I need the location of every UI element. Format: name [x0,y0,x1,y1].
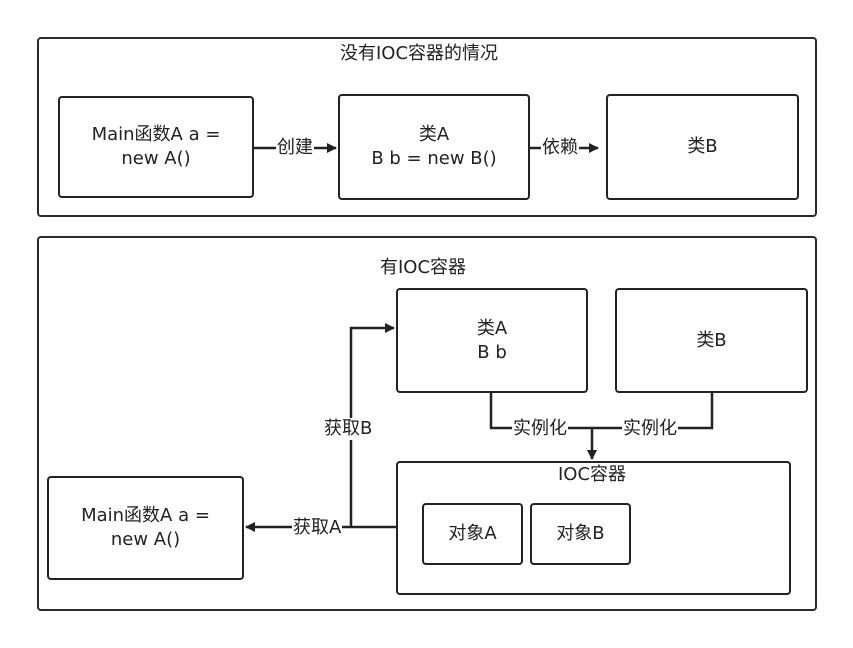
edge-get-b-label: 获取B [323,418,374,440]
top-main-box: Main函数A a = new A() [58,96,254,198]
ioc-container-title: IOC容器 [558,464,627,485]
bottom-class-a-box: 类A B b [396,288,588,393]
top-class-b-line1: 类B [687,136,718,157]
bottom-main-line1: Main函数A a = [81,505,210,526]
top-main-line1: Main函数A a = [91,124,221,145]
edge-create-label: 创建 [276,137,314,159]
top-class-b-box: 类B [606,94,799,200]
top-class-a-line2: B b = new B() [371,148,497,169]
top-main-line2: new A() [121,148,191,169]
bottom-class-a-line2: B b [477,341,507,363]
bottom-class-b-line1: 类B [696,329,727,351]
ioc-title: 有IOC容器 [380,257,467,278]
object-b-label: 对象B [556,523,605,544]
edge-depend-label: 依赖 [541,137,579,159]
edge-get-a-label: 获取A [292,517,343,539]
object-a-box: 对象A [422,503,523,565]
edge-instantiate-b-label: 实例化 [622,418,678,440]
bottom-class-a-line1: 类A [476,317,508,339]
top-class-a-line1: 类A [418,124,450,145]
object-b-box: 对象B [530,503,631,565]
bottom-class-b-box: 类B [615,288,808,393]
no-ioc-title: 没有IOC容器的情况 [340,43,499,64]
edge-instantiate-a-label: 实例化 [512,418,568,440]
bottom-main-box: Main函数A a = new A() [47,476,244,580]
object-a-label: 对象A [448,523,497,544]
top-class-a-box: 类A B b = new B() [338,94,530,200]
bottom-main-line2: new A() [110,529,181,550]
